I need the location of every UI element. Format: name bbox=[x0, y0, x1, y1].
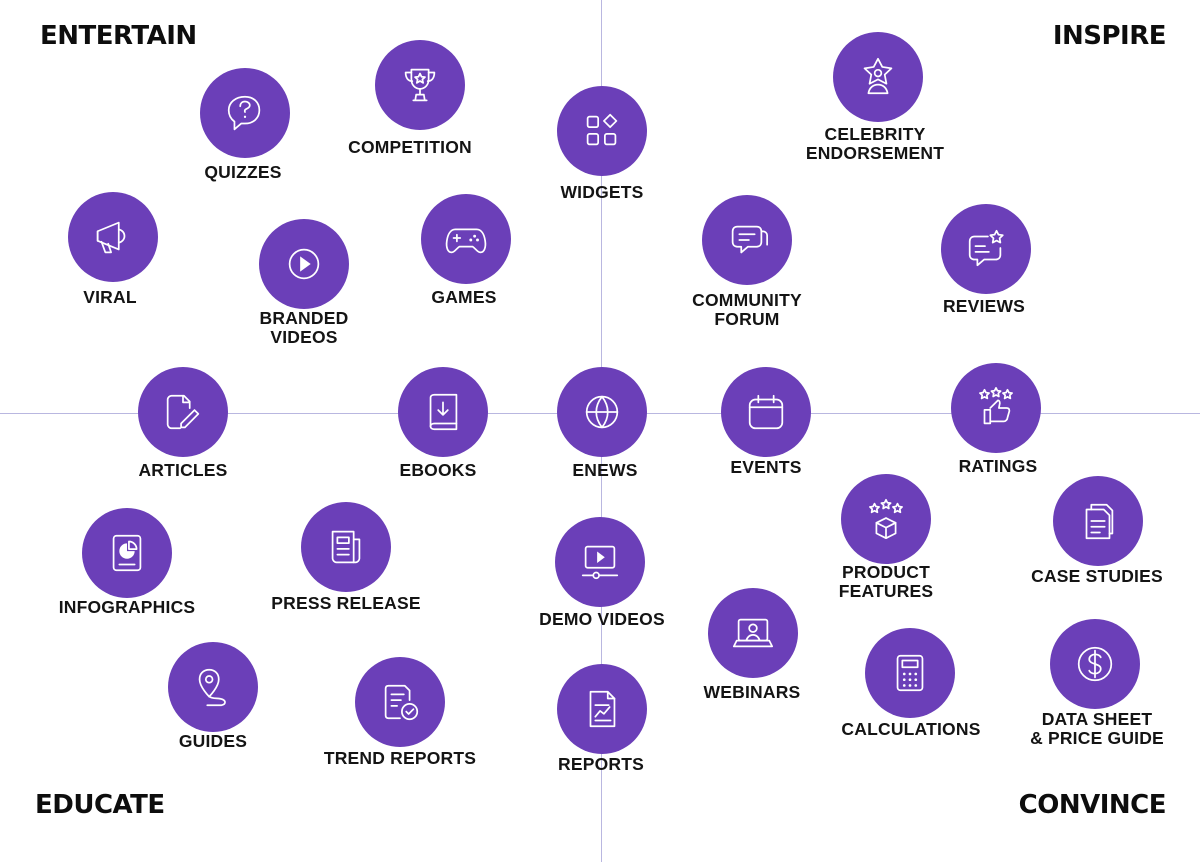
trophy-icon bbox=[375, 40, 465, 130]
content-item-label: CASE STUDIES bbox=[967, 567, 1200, 586]
content-item-label: EVENTS bbox=[636, 458, 896, 477]
content-item-label: REPORTS bbox=[471, 755, 731, 774]
calendar-icon bbox=[721, 367, 811, 457]
label-line: & PRICE GUIDE bbox=[1030, 728, 1164, 748]
video-player-icon bbox=[555, 517, 645, 607]
label-line: INFOGRAPHICS bbox=[58, 597, 196, 617]
label-line: GUIDES bbox=[178, 731, 248, 751]
quadrant-educate: EDUCATE bbox=[35, 790, 165, 820]
book-download-icon bbox=[398, 367, 488, 457]
label-line: VIDEOS bbox=[270, 327, 338, 347]
review-star-icon bbox=[941, 204, 1031, 294]
documents-icon bbox=[1053, 476, 1143, 566]
chat-bubbles-icon bbox=[702, 195, 792, 285]
content-item-label: ENEWS bbox=[475, 461, 735, 480]
content-item-label: RATINGS bbox=[868, 457, 1128, 476]
map-pin-route-icon bbox=[168, 642, 258, 732]
label-line: FEATURES bbox=[838, 581, 934, 601]
quadrant-convince: CONVINCE bbox=[1018, 790, 1167, 820]
content-item-label: WIDGETS bbox=[472, 183, 732, 202]
laptop-user-icon bbox=[708, 588, 798, 678]
document-pen-icon bbox=[138, 367, 228, 457]
content-item-label: PRESS RELEASE bbox=[216, 594, 476, 613]
content-item-label: GUIDES bbox=[83, 732, 343, 751]
report-chart-icon bbox=[557, 664, 647, 754]
content-item-label: CALCULATIONS bbox=[781, 720, 1041, 739]
label-line: DATA SHEET bbox=[1041, 709, 1153, 729]
label-line: ENDORSEMENT bbox=[805, 143, 945, 163]
label-line: COMPETITION bbox=[348, 137, 472, 157]
calculator-icon bbox=[865, 628, 955, 718]
label-line: EVENTS bbox=[730, 457, 802, 477]
quadrant-inspire: INSPIRE bbox=[1052, 21, 1167, 51]
megaphone-icon bbox=[68, 192, 158, 282]
speech-bubble-question-icon bbox=[200, 68, 290, 158]
label-line: EBOOKS bbox=[399, 460, 477, 480]
label-line: WIDGETS bbox=[560, 182, 644, 202]
content-item-label: DATA SHEET& PRICE GUIDE bbox=[967, 710, 1200, 748]
dollar-coin-icon bbox=[1050, 619, 1140, 709]
label-line: FORUM bbox=[714, 309, 780, 329]
label-line: CASE STUDIES bbox=[1031, 566, 1163, 586]
label-line: COMMUNITY bbox=[692, 290, 802, 310]
label-line: PRESS RELEASE bbox=[271, 593, 421, 613]
content-item-label: GAMES bbox=[334, 288, 594, 307]
label-line: CALCULATIONS bbox=[841, 719, 981, 739]
content-item-label: ARTICLES bbox=[53, 461, 313, 480]
label-line: ENEWS bbox=[572, 460, 638, 480]
label-line: PRODUCT bbox=[842, 562, 930, 582]
content-item-label: QUIZZES bbox=[113, 163, 373, 182]
gamepad-icon bbox=[421, 194, 511, 284]
label-line: QUIZZES bbox=[204, 162, 282, 182]
box-stars-icon bbox=[841, 474, 931, 564]
quadrant-entertain: ENTERTAIN bbox=[40, 21, 197, 51]
content-item-label: COMPETITION bbox=[280, 138, 540, 157]
label-line: WEBINARS bbox=[703, 682, 801, 702]
content-item-label: DEMO VIDEOS bbox=[472, 610, 732, 629]
content-item-label: REVIEWS bbox=[854, 297, 1114, 316]
label-line: BRANDED bbox=[259, 308, 349, 328]
newspaper-icon bbox=[301, 502, 391, 592]
report-check-icon bbox=[355, 657, 445, 747]
label-line: RATINGS bbox=[958, 456, 1038, 476]
pie-chart-doc-icon bbox=[82, 508, 172, 598]
content-item-label: VIRAL bbox=[0, 288, 240, 307]
label-line: REVIEWS bbox=[942, 296, 1026, 316]
play-icon bbox=[259, 219, 349, 309]
label-line: DEMO VIDEOS bbox=[539, 609, 665, 629]
label-line: TREND REPORTS bbox=[323, 748, 477, 768]
content-item-label: WEBINARS bbox=[622, 683, 882, 702]
label-line: VIRAL bbox=[83, 287, 137, 307]
widgets-grid-icon bbox=[557, 86, 647, 176]
label-line: ARTICLES bbox=[138, 460, 228, 480]
globe-icon bbox=[557, 367, 647, 457]
content-item-label: TREND REPORTS bbox=[270, 749, 530, 768]
content-item-label: INFOGRAPHICS bbox=[0, 598, 257, 617]
thumbs-up-stars-icon bbox=[951, 363, 1041, 453]
label-line: REPORTS bbox=[558, 754, 644, 774]
label-line: CELEBRITY bbox=[824, 124, 926, 144]
content-item-label: EBOOKS bbox=[308, 461, 568, 480]
label-line: GAMES bbox=[431, 287, 497, 307]
star-person-icon bbox=[833, 32, 923, 122]
